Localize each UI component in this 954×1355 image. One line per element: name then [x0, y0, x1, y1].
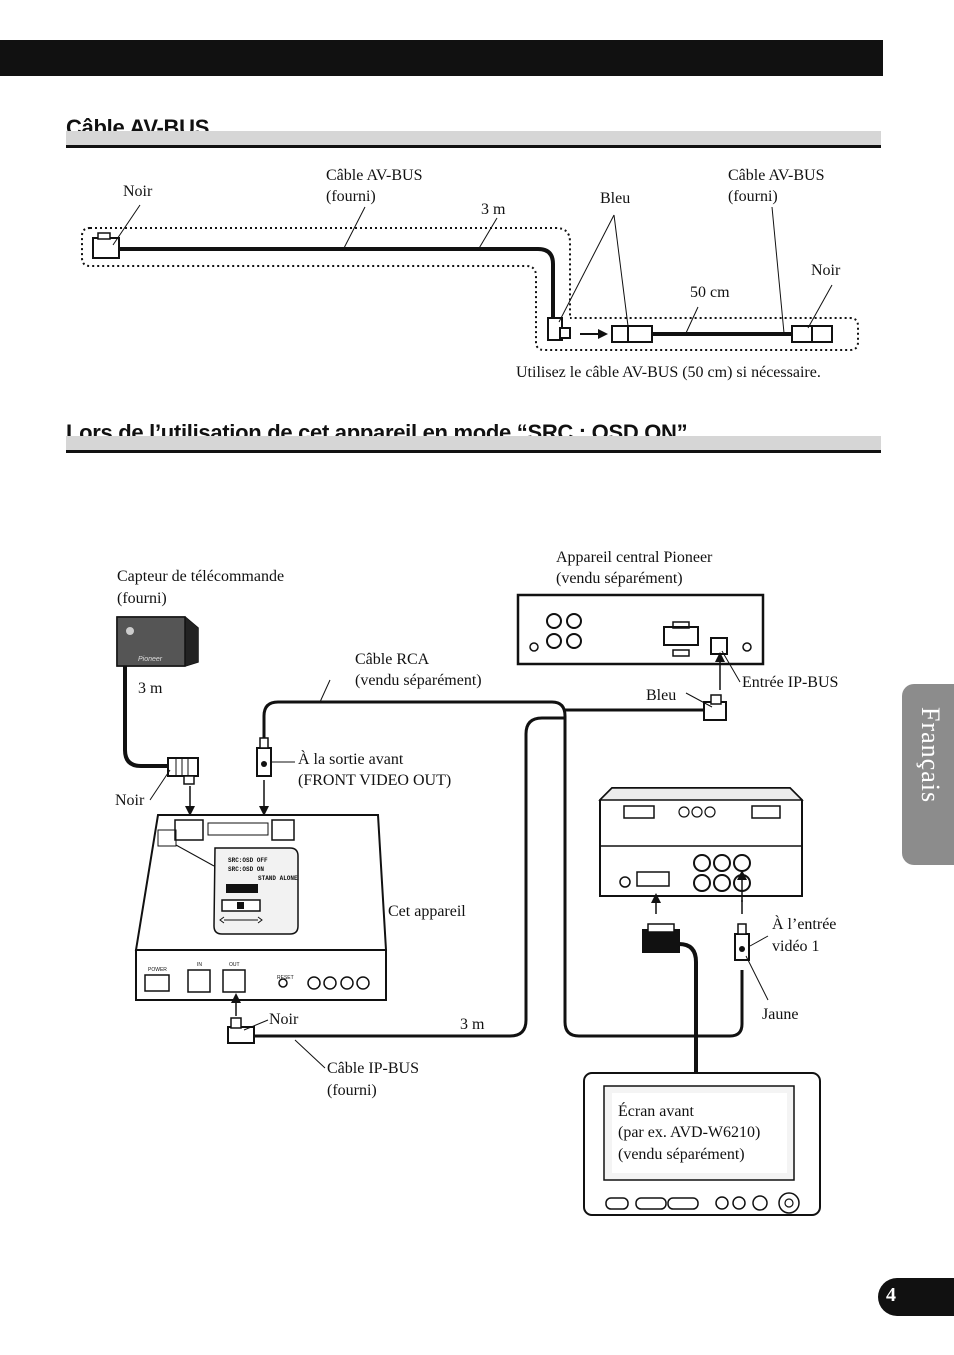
label-cable-av-bus-fourni: (fourni)	[326, 188, 376, 205]
panel-in-label: IN	[197, 962, 202, 968]
label-ip-bus-input: Entrée IP-BUS	[742, 674, 839, 691]
sensor-brand-text: Pioneer	[138, 656, 163, 663]
figure-note: Utilisez le câble AV-BUS (50 cm) si néce…	[516, 364, 821, 381]
section-rule	[66, 450, 881, 453]
label-front-screen: Écran avant	[618, 1103, 694, 1120]
label-rca-sold-separately: (vendu séparément)	[355, 672, 482, 689]
this-unit: SRC:OSD OFF SRC:OSD ON STAND ALONE POWER…	[134, 814, 388, 1001]
label-noir-ipbus: Noir	[269, 1011, 299, 1028]
connector-module	[642, 929, 680, 953]
av-bus-cable-long	[120, 247, 555, 318]
language-tab-label: Français	[916, 707, 945, 804]
label-sensor-length: 3 m	[138, 680, 163, 697]
display-cable	[678, 942, 698, 1074]
video-module	[598, 787, 804, 897]
dotted-outline	[90, 227, 571, 318]
switch-label-osd-off: SRC:OSD OFF	[228, 857, 268, 864]
label-length-3m: 3 m	[481, 201, 506, 218]
label-video-input: À l’entrée	[772, 916, 837, 933]
switch-label-osd-on: SRC:OSD ON	[228, 866, 264, 873]
panel-power-label: POWER	[148, 967, 167, 973]
label-ipbus-length: 3 m	[460, 1016, 485, 1033]
dotted-outline	[81, 227, 859, 351]
remote-sensor: Pioneer	[116, 616, 199, 667]
panel-reset-label: RESET	[277, 975, 294, 981]
header-bar	[0, 40, 883, 76]
label-length-50cm: 50 cm	[690, 284, 730, 301]
page-number-badge: 4	[878, 1278, 954, 1316]
label-ip-bus-cable: Câble IP-BUS	[327, 1060, 419, 1077]
section-rule	[66, 131, 881, 145]
label-this-unit: Cet appareil	[388, 903, 466, 920]
label-head-unit-sold-separately: (vendu séparément)	[556, 570, 683, 587]
switch-label-stand-alone: STAND ALONE	[258, 875, 298, 882]
label-jaune: Jaune	[762, 1006, 799, 1023]
label-cable-av-bus-right: Câble AV-BUS	[728, 167, 825, 184]
language-tab: Français	[902, 684, 954, 865]
label-front-screen-model: (par ex. AVD-W6210)	[618, 1124, 761, 1141]
connector-bleu-short	[611, 325, 653, 343]
label-head-unit: Appareil central Pioneer	[556, 549, 713, 566]
label-front-out: À la sortie avant	[298, 751, 404, 768]
connector-noir-ipbus	[227, 1026, 255, 1044]
label-cable-av-bus-right-fourni: (fourni)	[728, 188, 778, 205]
ip-bus-cable	[255, 716, 565, 1038]
av-bus-diagram	[81, 204, 859, 351]
panel-out-label: OUT	[229, 962, 240, 968]
label-sensor: Capteur de télécommande	[117, 568, 285, 585]
section-rule	[66, 145, 881, 148]
connector-noir-sensor	[167, 757, 199, 777]
label-bleu: Bleu	[600, 190, 631, 207]
label-front-screen-sold-separately: (vendu séparément)	[618, 1146, 745, 1163]
label-front-video-out: (FRONT VIDEO OUT)	[298, 772, 452, 789]
rca-cable	[262, 700, 744, 1038]
front-display	[583, 1072, 821, 1216]
label-noir-sensor: Noir	[115, 792, 145, 809]
label-cable-av-bus: Câble AV-BUS	[326, 167, 423, 184]
pioneer-head-unit	[516, 593, 765, 666]
sensor-cable	[123, 666, 170, 768]
label-video-input-1: vidéo 1	[772, 938, 820, 955]
section-rule	[66, 436, 881, 450]
label-bleu-ipbus: Bleu	[646, 687, 677, 704]
label-ip-bus-fourni: (fourni)	[327, 1082, 377, 1099]
label-sensor-fourni: (fourni)	[117, 590, 167, 607]
label-rca-cable: Câble RCA	[355, 651, 430, 668]
page-number: 4	[886, 1284, 896, 1306]
label-noir-right: Noir	[811, 262, 841, 279]
label-noir-left: Noir	[123, 183, 153, 200]
